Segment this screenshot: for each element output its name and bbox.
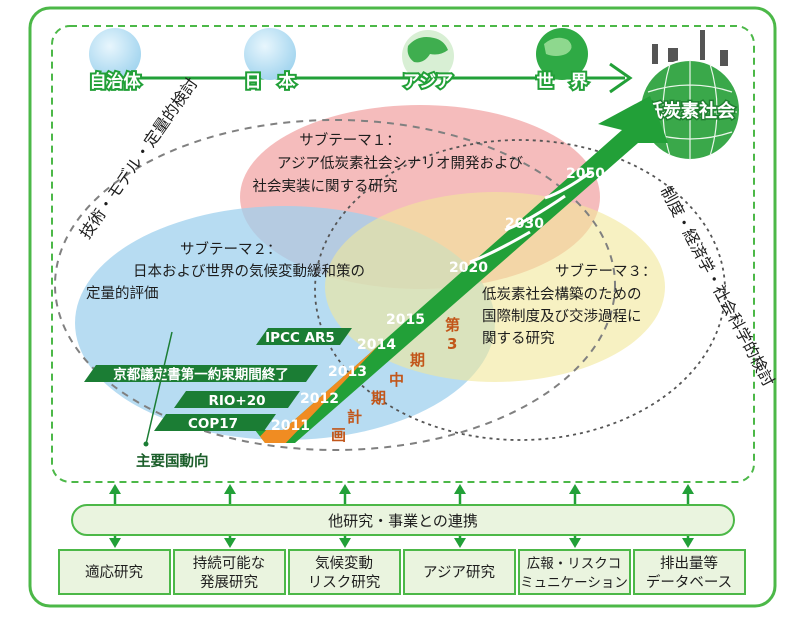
plan-char: 計	[347, 408, 362, 426]
trend-pole-base	[143, 441, 149, 447]
trend-label: RIO+20	[209, 393, 266, 409]
building-icon	[668, 48, 678, 62]
year-label: 2030	[505, 216, 544, 232]
research-box-label: リスク研究	[308, 574, 381, 591]
time-skip-lines	[469, 170, 592, 264]
inner-dashed-frame	[51, 25, 755, 483]
wind-turbine-icon	[652, 44, 658, 64]
plan-char: 3	[447, 335, 457, 353]
tower-icon	[700, 30, 705, 60]
stage-line-arrowhead	[609, 62, 633, 94]
year-label: 2050	[566, 166, 605, 182]
trend-label: COP17	[188, 416, 238, 432]
asia-map-icon	[407, 37, 448, 63]
stage-label: アジア	[403, 72, 453, 92]
research-box-label: 適応研究	[85, 563, 143, 581]
theme2-text: サブテーマ２： 日本および世界の気候変動緩和策の 定量的評価	[86, 240, 365, 302]
plan-labels: 第 3 期 中 期 計 画	[331, 316, 460, 444]
research-boxes: 適応研究 持続可能な 発展研究 気候変動 リスク研究 アジア研究 広報・リスクコ…	[58, 549, 746, 595]
trends-label: 主要国動向	[136, 452, 209, 470]
theme1-line: アジア低炭素社会シナリオ開発および	[277, 155, 523, 172]
year-label: 2013	[328, 364, 367, 380]
roadmap-arrow-body	[255, 96, 668, 443]
year-label: 2014	[357, 337, 396, 353]
year-label: 2011	[271, 418, 310, 434]
year-label: 2020	[449, 260, 488, 276]
theme2-heading: サブテーマ２：	[180, 240, 282, 258]
theme1-line: 社会実装に関する研究	[253, 178, 398, 195]
research-box	[403, 549, 516, 595]
year-label: 2012	[300, 391, 339, 407]
research-box-label: ミュニケーション	[520, 575, 628, 591]
theme2-line: 日本および世界の気候変動緩和策の	[133, 263, 365, 280]
theme1-heading: サブテーマ１：	[299, 131, 401, 149]
year-label: 2015	[386, 312, 425, 328]
research-box-label: データベース	[646, 573, 732, 591]
trend-flag	[84, 365, 318, 382]
trend-pole	[145, 331, 173, 445]
theme3-line: 関する研究	[482, 330, 555, 347]
plan-char: 期	[371, 389, 386, 407]
trend-label: 京都議定書第一約束期間終了	[113, 366, 289, 383]
outer-frame	[28, 6, 777, 608]
year-labels: 2011 2012 2013 2014 2015 2020 2030 2050	[271, 166, 605, 434]
research-box	[633, 549, 746, 595]
stage-labels: 自治体 日 本 アジア 世 界	[88, 69, 590, 94]
research-box-label: アジア研究	[423, 564, 495, 581]
research-box	[288, 549, 401, 595]
theme3-line: 国際制度及び交渉過程に	[482, 307, 642, 325]
globe-grid-icon	[643, 60, 737, 160]
trend-flag	[256, 328, 352, 345]
theme3-heading: サブテーマ３：	[555, 262, 657, 280]
trend-flag	[154, 414, 276, 431]
technology-arc	[54, 119, 616, 451]
stage-label: 世 界	[537, 72, 588, 92]
trend-flags: IPCC AR5 京都議定書第一約束期間終了 RIO+20 COP17 主要国動…	[84, 328, 352, 470]
research-box	[518, 549, 631, 595]
stage-label: 日 本	[245, 71, 296, 92]
plan-char: 中	[389, 371, 404, 389]
plan-char: 第	[445, 316, 460, 334]
plan-char: 画	[331, 426, 346, 444]
research-box-label: 気候変動	[315, 555, 373, 572]
research-box-label: 持続可能な	[193, 555, 266, 572]
theme3-text: サブテーマ３： 低炭素社会構築のための 国際制度及び交渉過程に 関する研究	[482, 262, 657, 347]
globe-icon	[244, 28, 296, 80]
theme2-line: 定量的評価	[86, 285, 159, 302]
plan-char: 期	[410, 351, 425, 369]
globe-icon	[89, 28, 141, 80]
stage-label: 自治体	[90, 71, 142, 92]
trend-label: IPCC AR5	[265, 330, 335, 346]
theme1-text: サブテーマ１： アジア低炭素社会シナリオ開発および 社会実装に関する研究	[253, 131, 524, 195]
collab-label: 他研究・事業との連携	[328, 512, 478, 530]
research-box	[58, 549, 171, 595]
research-box-label: 排出量等	[660, 554, 718, 572]
world-map-icon	[544, 37, 572, 56]
trend-flag	[174, 391, 300, 408]
right-arc-label: 制度・経済学・社会科学的検討	[656, 183, 778, 390]
research-box	[173, 549, 286, 595]
research-box-label: 発展研究	[200, 574, 258, 591]
building-icon	[720, 50, 728, 66]
institution-arc	[314, 139, 726, 441]
collab-bar	[71, 504, 735, 536]
left-arc-label: 技術・モデル・定量的検討	[76, 74, 202, 242]
theme3-line: 低炭素社会構築のための	[482, 285, 642, 303]
research-box-label: 広報・リスクコ	[527, 556, 622, 572]
